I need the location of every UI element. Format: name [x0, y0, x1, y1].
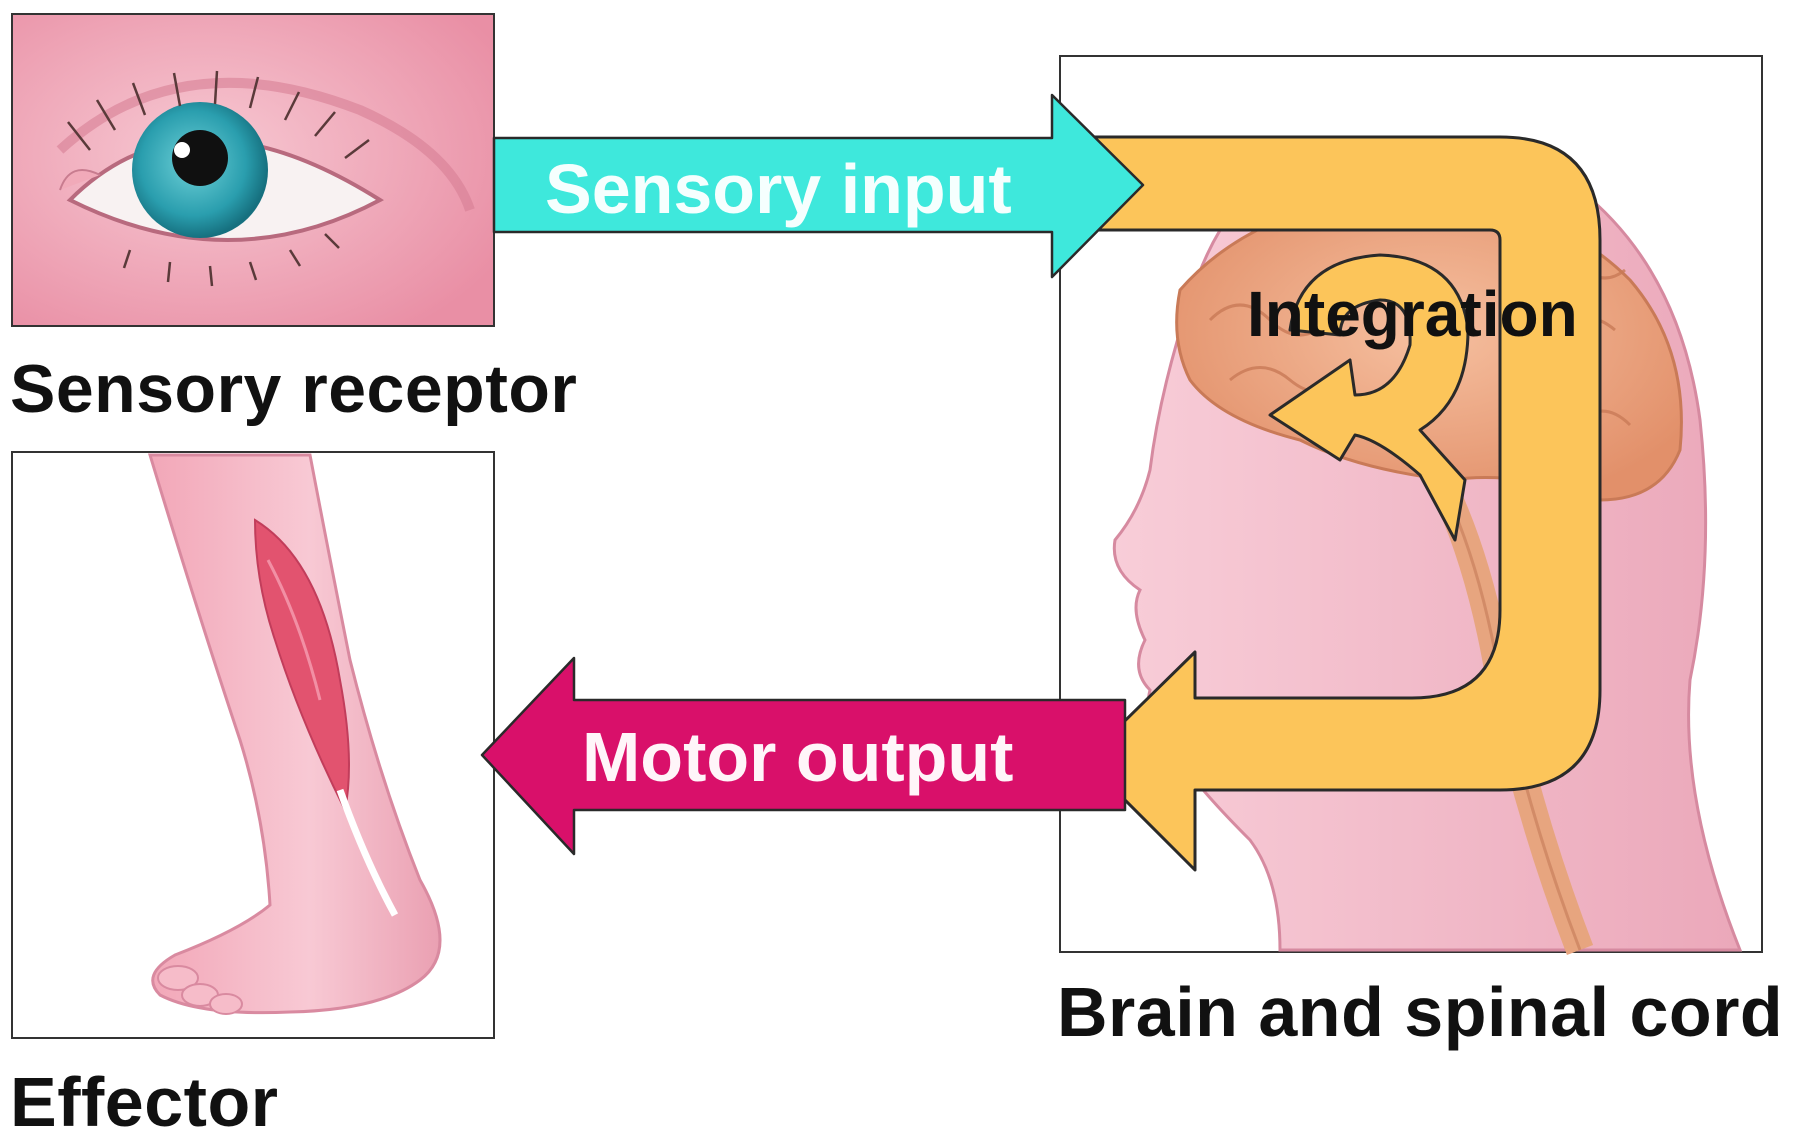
- integration-arrow: [1083, 135, 1602, 872]
- integration-loop-arrow: [1268, 253, 1470, 542]
- integration-label: Integration: [1247, 278, 1578, 350]
- eye-icon: [59, 70, 384, 287]
- brain-spinal-cord-caption: Brain and spinal cord: [1057, 973, 1784, 1051]
- motor-output-label: Motor output: [582, 718, 1013, 796]
- motor-output-arrow: [480, 656, 1127, 856]
- sensory-receptor-caption: Sensory receptor: [10, 351, 578, 427]
- leg-icon: [147, 453, 442, 1015]
- leg-panel: [11, 451, 495, 1039]
- sensory-input-label: Sensory input: [545, 150, 1012, 228]
- sensory-input-arrow: [492, 93, 1145, 279]
- eye-panel: [11, 13, 495, 327]
- effector-caption: Effector: [10, 1063, 279, 1141]
